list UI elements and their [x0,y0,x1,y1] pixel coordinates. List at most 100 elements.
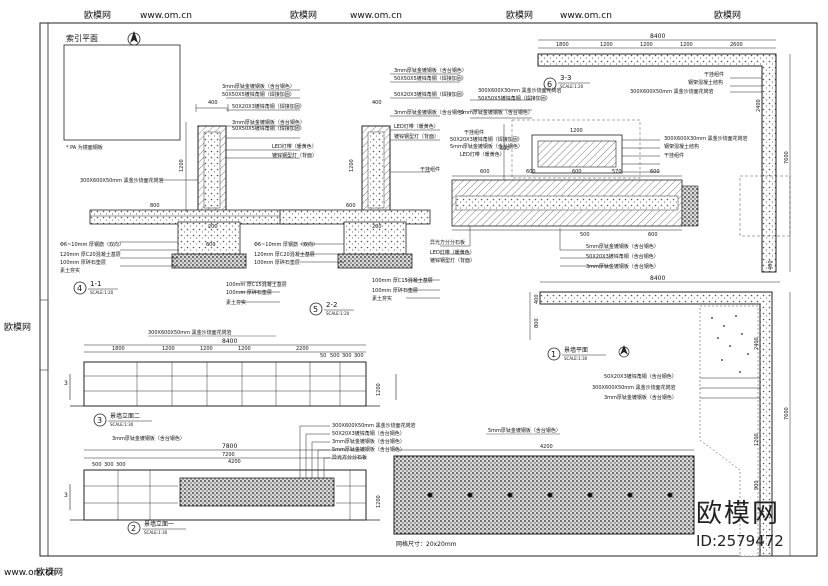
dim-label: 1200 [179,159,185,172]
callout: 100mm 厚碎石垫层 [372,287,418,294]
dim-label: 1200 [376,495,382,508]
section-number-badge [309,302,323,316]
callout: 100mm 厚碎石垫层 [254,259,300,266]
decorative-panel [179,477,335,507]
dim-label: 1200 [349,159,355,172]
callout: 干挂组件 [420,166,440,173]
callout: 3mm厚钛金镀钢板（含台钢色） [604,394,677,401]
dim-label: 4200 [228,459,241,465]
callout: LED灯带（暖黄色） [460,151,505,158]
callout: Φ6~10mm 厚钢筋（双向） [60,241,124,248]
dim-label: 200 [208,224,218,230]
dim-label: 1800 [556,42,569,48]
dim-label: 1200 [376,383,382,396]
sheet-frame [39,22,818,557]
watermark-brand: 欧模网 [36,566,63,578]
index-plan-box [63,44,181,141]
top-plan: 8400 1800 1200 1200 1200 2600 干挂组件 钢架混凝土… [537,33,791,273]
dim-chain-top [185,104,229,212]
detail-panel: 4200 5mm厚钛金镀钢板（含台钢色） 网格尺寸：20x20mm [393,427,695,548]
pattern-panel [393,455,695,535]
section-3-3-head [531,134,623,174]
dim-label: 600 [206,242,216,248]
l-wall-plan [539,291,773,557]
section-scale: SCALE:1:20 [90,290,114,295]
callout: 3mm厚钛金镀钢板（含台钢色） [332,438,405,445]
callout: 50X20X3镀锌角钢（含台钢色） [332,430,405,437]
l-wall-plan [537,53,777,273]
dim-label: 600 [500,146,510,152]
title-strip-box [39,299,49,371]
callout: 3mm厚钛金镀钢板（含台钢色） [586,263,659,270]
callout: 3mm厚钛金镀钢板（含台钢色） [394,67,467,74]
north-arrow-icon [618,345,630,358]
callout: 5mm厚钛金镀钢板（含台钢色） [332,446,405,453]
callout: 5mm厚钛金镀钢板（含台钢色） [586,243,659,250]
elevation-2: 7800 7200 4200 1500 500 300 300 300X600X… [64,422,416,535]
callout: 300X600X50mm 黑金沙烧面花岗岩 [148,329,232,336]
section-scale: SCALE:1:30 [110,422,134,427]
callout: 50X50X5镀锌角钢（焊接加固） [394,75,467,82]
callout: 50X20X3镀锌角钢（含台钢色） [586,253,659,260]
leader-lines [120,89,300,303]
callout: 5mm厚钛金镀钢板（含台钢色） [488,427,561,434]
callout: 异光方分分石板 [332,454,367,461]
callout: 300X600X30mm 黑金沙烧面花岗岩 [478,87,562,94]
dim-lines [452,124,682,231]
dim-label: 300 [354,353,364,359]
leader-lines [440,99,660,267]
leader-lines [700,377,760,399]
watermark-brand: 欧模网 [290,9,317,21]
section-title: 1-1 [90,280,101,288]
section-number: 5 [313,305,318,314]
elevation-3: 8400 1800 1200 1200 1200 2200 500 300 30… [64,329,397,442]
callout: 素土夯实 [226,299,246,306]
callout: 50X20X3镀锌角钢（焊接加固） [394,91,467,98]
callout: 120mm 厚C20混凝土基层 [254,251,315,258]
callout: 3mm厚钛金镀钢板（含台钢色） [460,109,533,116]
dim-total: 7800 [222,443,237,450]
wall-end-post [681,185,699,227]
section-number-badge [93,413,107,427]
foundation-base [337,253,413,269]
callout: 3mm厚钛金镀钢板（含台钢色） [112,435,185,442]
callout: 3mm厚钛金镀钢板（含台钢色） [394,109,467,116]
callout: 钢架混凝土结构 [664,143,699,150]
planting-dots [711,315,749,373]
callout: 素土夯实 [60,267,80,274]
dim-label: 500 [92,462,102,468]
section-scale: SCALE:1:30 [564,356,588,361]
dim-label: 200 [372,224,382,230]
watermark-url: www.om.cn [4,568,56,578]
dim-label: 50 [320,353,326,359]
wall-long-core [455,195,679,211]
callout: 干挂组件 [464,129,484,136]
callout: LED灯带（暖黄色） [430,249,475,256]
section-scale: SCALE:1:20 [326,311,350,316]
callout: LED灯带（暖黄色） [272,143,317,150]
panel-grid [84,362,366,406]
callout: 100mm 厚碎石垫层 [60,259,106,266]
callout: 50X20X3镀锌角钢（焊接加固） [232,103,305,110]
dim-label: 500 [330,353,340,359]
dashed-outline [511,119,641,179]
dim-label: 300 [116,462,126,468]
callout: 50X50X5镀锌角钢（焊接加固） [222,91,295,98]
callout: 镀锌钢型灯（背面） [394,133,439,140]
section-number: 1 [551,350,556,359]
grid-note: 网格尺寸：20x20mm [396,540,457,548]
dim-label: 570 [612,169,622,175]
dim-label: 1200 [200,346,213,352]
index-plan-title: 索引平面 [66,33,98,43]
callout: 镀锌钢型灯（背面） [272,152,317,159]
callout: 300X600X50mm 黑金沙烧面花岗岩 [592,384,676,391]
dim-label: 300 [342,353,352,359]
section-number: 2 [131,524,136,533]
dim-label: 1200 [680,42,693,48]
callout: 300X600X50mm 黑金沙烧面花岗岩 [332,422,416,429]
wall-plan: 8400 50X20X3镀锌角钢（含台钢色） 300X600X50mm 黑金沙烧… [529,275,791,557]
dim-label: 600 [572,169,582,175]
dim-label: 2400 [754,337,760,350]
